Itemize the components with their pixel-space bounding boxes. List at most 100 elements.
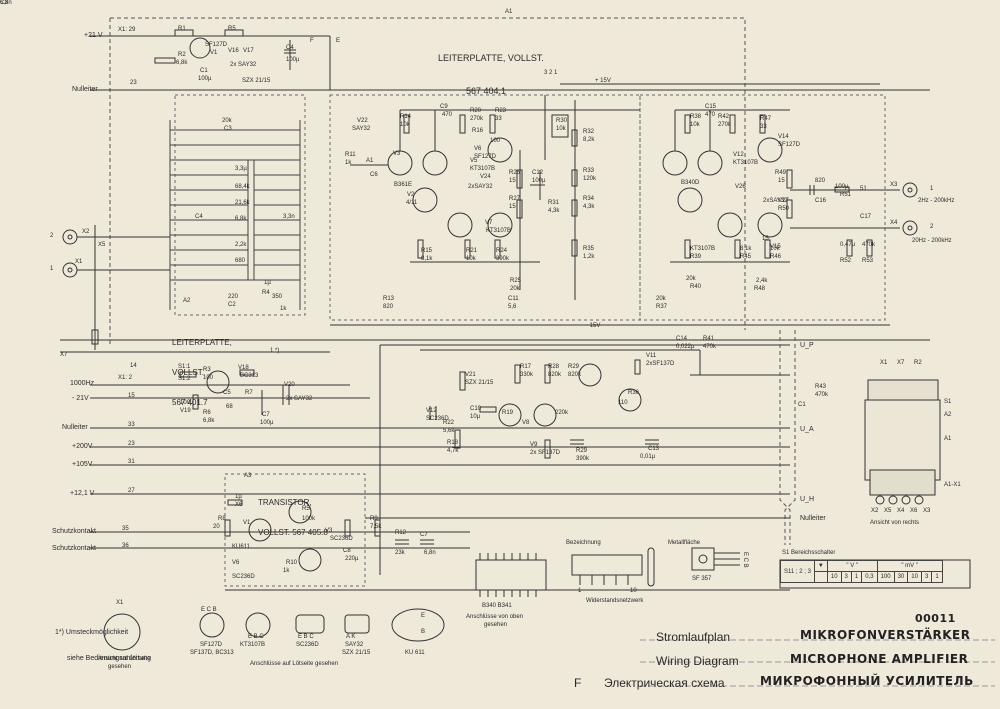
asm-x6: X6 <box>910 508 918 514</box>
board-a1-top-label: A1 <box>505 9 513 15</box>
component-label: V20 <box>284 382 295 388</box>
component-label: V12 <box>733 152 744 158</box>
connector-x3: X3 <box>890 182 898 188</box>
pinout-say-name: SAY32 <box>345 642 364 648</box>
component-label: 10k <box>466 256 476 262</box>
component-label: 5,6k <box>443 428 455 434</box>
component-label: V7 <box>485 220 493 226</box>
ic-name-label: B340 B341 <box>482 603 512 609</box>
rail-label-plus12: +12,1 V <box>70 490 95 497</box>
asm-a1: A1 <box>944 436 952 442</box>
rail-label-36: 36 <box>122 543 129 549</box>
wn-bezeichnung: Bezeichnung <box>566 540 601 546</box>
component-label: R53 <box>862 258 874 264</box>
component-label: V8 <box>522 420 530 426</box>
component-label: 110 <box>618 400 628 406</box>
component-label: V3 <box>393 151 401 157</box>
component-label: KU611 <box>232 544 250 550</box>
component-label: 10k <box>770 246 780 252</box>
component-label: R45 <box>740 254 752 260</box>
component-label: 220 <box>228 294 239 300</box>
component-label: BC313 <box>240 373 259 379</box>
pinout-sc-name: SC236D <box>296 642 319 648</box>
pinout-sf127-name2: SF137D, BC313 <box>190 650 234 656</box>
component-label: 270k <box>718 122 732 128</box>
pinout-anschluss-caption: Anschlüsse auf Lötseite gesehen <box>250 661 339 667</box>
wn-caption: Widerstandsnetzwerk <box>586 598 644 604</box>
component-label: 7,5k <box>370 524 382 530</box>
component-label: V19 <box>180 408 191 414</box>
asm-x1: X1 <box>880 360 888 366</box>
pinout-ku-e: E <box>421 613 426 619</box>
rail-label-plus200: +200V <box>72 443 93 450</box>
component-label: R42 <box>718 114 730 120</box>
component-label: C9 <box>440 104 448 110</box>
pinout-sf127-pins: E C B <box>201 607 217 613</box>
component-label: 3,3n <box>283 214 295 220</box>
component-label: 1µ <box>264 280 271 286</box>
sf357-pins: E C B <box>742 552 748 568</box>
component-label: 6,8k <box>235 216 247 222</box>
component-label: 68,4k <box>235 184 250 190</box>
input-1-label: 1 <box>50 266 54 272</box>
component-label: R12 <box>395 530 407 536</box>
wn-pin-10: 10 <box>630 588 637 594</box>
component-label: R36 <box>628 390 640 396</box>
footnote-marker: 1*) Umsteckmöglichkeit <box>55 628 129 636</box>
component-label: 68 <box>226 404 233 410</box>
board-a2-line1: LEITERPLATTE, <box>172 338 232 347</box>
component-label: 4,3k <box>548 208 560 214</box>
component-label: R24 <box>496 248 508 254</box>
component-label: R47 <box>760 116 772 122</box>
asm-x7: X7 <box>897 360 905 366</box>
board-a2-tag: A2 <box>183 298 191 304</box>
rail-label-nulleiter-right: Nulleiter <box>800 515 826 522</box>
pinout-x1-caption-2: gesehen <box>108 664 132 670</box>
component-label: 100k <box>302 516 316 522</box>
component-label: R41 <box>703 336 715 342</box>
component-label: V17 <box>243 48 254 54</box>
component-label: C4 <box>195 214 203 220</box>
component-label: R31 <box>548 200 560 206</box>
component-label: 20 <box>213 524 220 530</box>
rail-label-27: 27 <box>128 488 135 494</box>
component-label: 270k <box>470 116 484 122</box>
component-label: 2xSAY32 <box>763 198 788 204</box>
component-label: 6,8n <box>0 0 12 6</box>
component-label: R29 <box>568 364 580 370</box>
component-label: 3,3µ <box>235 166 247 172</box>
component-label: 120k <box>583 176 597 182</box>
board-a3-line1: TRANSISTOR, <box>258 498 312 507</box>
switch-table-cell: 0,3 <box>861 571 878 583</box>
rail-label-x1-29: X1: 29 <box>118 27 136 33</box>
component-label: 0,47µ <box>840 242 856 248</box>
component-label: V3 <box>325 528 333 534</box>
component-label: E <box>336 38 341 44</box>
component-label: 10µ <box>470 414 481 420</box>
component-label: R21 <box>466 248 478 254</box>
component-label: R23 <box>495 108 507 114</box>
wn-pin-1: 1 <box>578 588 582 594</box>
component-label: SF127D <box>778 142 801 148</box>
component-label: B340D <box>681 180 700 186</box>
component-label: 20k <box>656 296 666 302</box>
component-label: 820 <box>815 178 826 184</box>
component-label: V2 <box>407 192 415 198</box>
component-label: 33 <box>495 116 502 122</box>
pinout-x1-title: X1 <box>116 600 124 606</box>
component-label: R19 <box>502 410 514 416</box>
component-label: V18 <box>238 365 249 371</box>
component-label: KT3107B <box>486 228 512 234</box>
component-label: R39 <box>690 254 702 260</box>
component-label: 4/11 <box>406 200 418 206</box>
component-label: 2x SAY32 <box>230 62 257 68</box>
component-label: C14 <box>676 336 688 342</box>
component-label: V1 <box>210 50 218 56</box>
component-label: R32 <box>583 129 595 135</box>
component-label: R22 <box>443 420 455 426</box>
component-label: C3 <box>0 0 8 6</box>
component-label: V22 <box>357 118 368 124</box>
switch-table-cell: 30 <box>893 571 909 583</box>
component-label: 100µ <box>180 400 194 406</box>
pinout-x1-caption-1: Ansicht auf Lötseite <box>98 656 151 662</box>
